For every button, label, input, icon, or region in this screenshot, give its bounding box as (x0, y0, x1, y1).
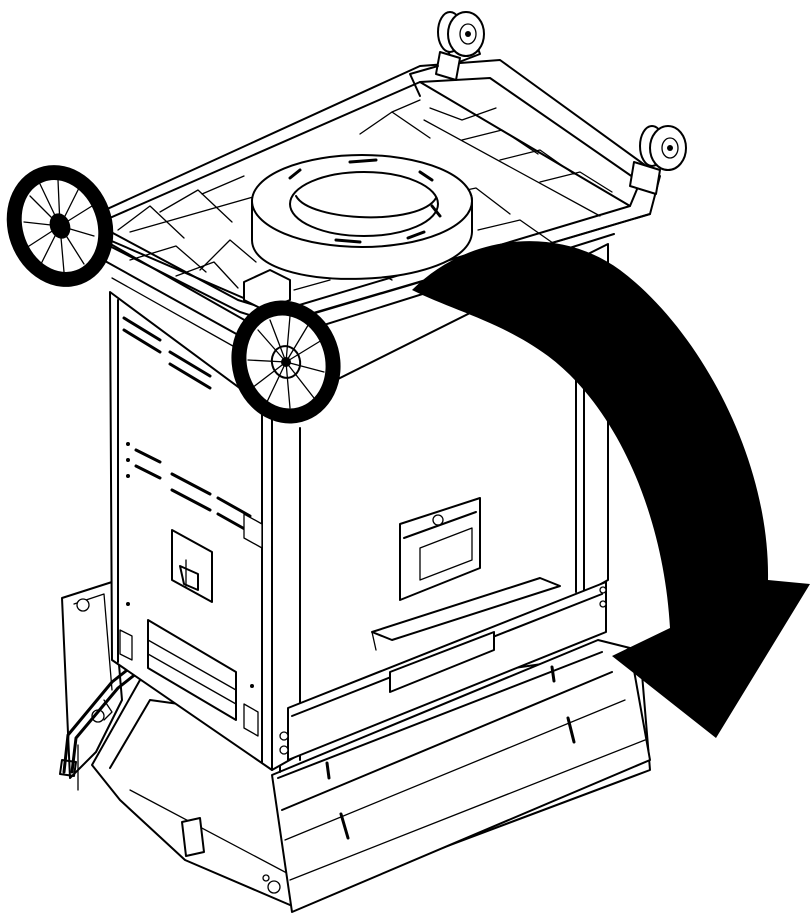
curved-rotation-arrow-icon (412, 241, 810, 738)
front-lower-lip (287, 581, 607, 761)
tray-foot-bracket (181, 817, 205, 857)
rear-caster-left (409, 11, 485, 97)
front-hopper-panel (271, 639, 651, 913)
center-ring-housing (251, 154, 473, 280)
front-tab (243, 269, 291, 311)
main-housing (109, 243, 609, 773)
center-ring-opening (289, 171, 439, 237)
rotation-arrow-shape (412, 241, 810, 738)
right-wheel (231, 300, 341, 424)
top-deck-frame (69, 59, 661, 351)
front-label-plate (389, 631, 495, 693)
left-wheel (6, 165, 114, 287)
left-face-vent-slots (122, 316, 254, 688)
left-access-window (171, 529, 213, 603)
lower-left-panel-block (147, 619, 237, 721)
rear-caster-right (629, 125, 687, 195)
